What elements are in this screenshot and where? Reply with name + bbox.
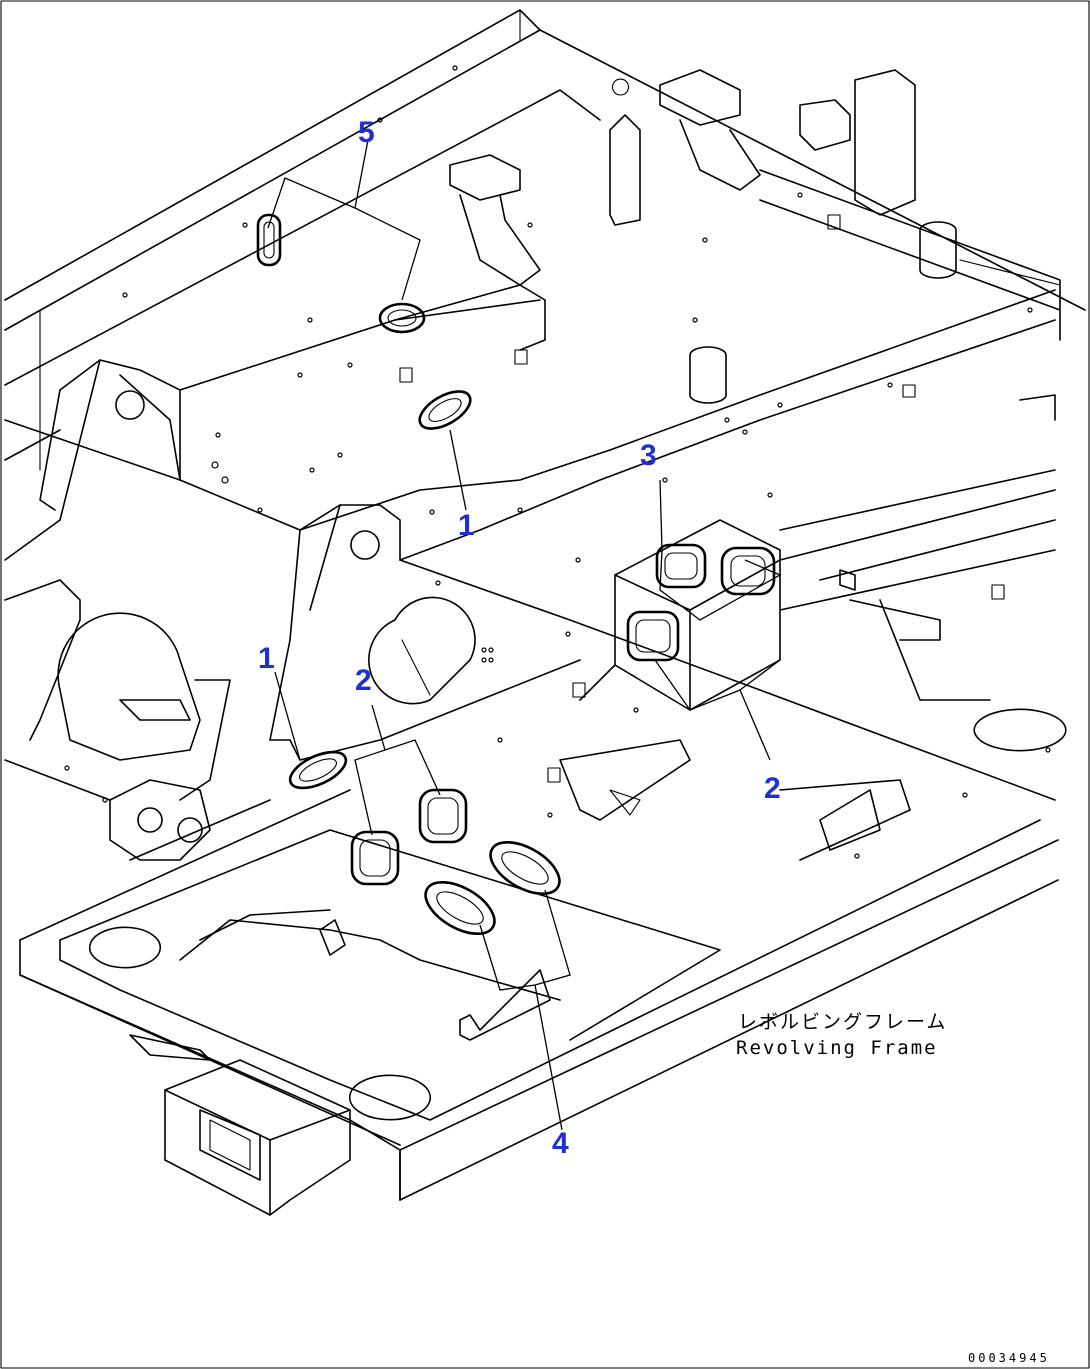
callout-4: 4 <box>552 1127 569 1160</box>
leader-lines <box>267 139 782 1131</box>
grommet-2a <box>626 610 680 662</box>
callout-1-upper: 1 <box>458 509 475 542</box>
grommet-4a <box>489 840 561 896</box>
callout-1-lower: 1 <box>258 642 275 675</box>
grommet-4b <box>424 880 496 936</box>
grommet-2b <box>418 788 468 844</box>
center-box <box>559 519 781 821</box>
upper-brackets <box>449 69 957 404</box>
callout-2-right: 2 <box>764 772 781 805</box>
left-foot-bracket <box>4 579 271 861</box>
grommet-3b <box>720 546 776 596</box>
grommet-1b <box>288 750 348 790</box>
boom-mount-side-plate <box>4 284 1056 561</box>
frame-label-japanese: レボルビングフレーム <box>738 1011 947 1033</box>
right-deck <box>779 394 1067 861</box>
front-bracket-box <box>164 1059 351 1216</box>
grommet-5a <box>256 213 282 267</box>
grommet-2c <box>350 830 400 886</box>
grommets <box>256 213 776 936</box>
square-nubs <box>399 214 1005 783</box>
callout-3: 3 <box>640 439 657 472</box>
grommet-3a <box>655 543 707 589</box>
grommet-1a <box>418 390 472 430</box>
grommet-5b <box>378 302 426 334</box>
base-plate <box>19 789 1059 1201</box>
callout-5: 5 <box>358 116 375 149</box>
drawing-number: 00034945 <box>968 1351 1050 1365</box>
bolt-holes <box>64 65 1051 859</box>
front-side-plate <box>269 319 1056 801</box>
frame-label-english: Revolving Frame <box>736 1037 938 1059</box>
upper-deck-rails <box>4 9 1086 471</box>
callout-2-left: 2 <box>355 664 372 697</box>
